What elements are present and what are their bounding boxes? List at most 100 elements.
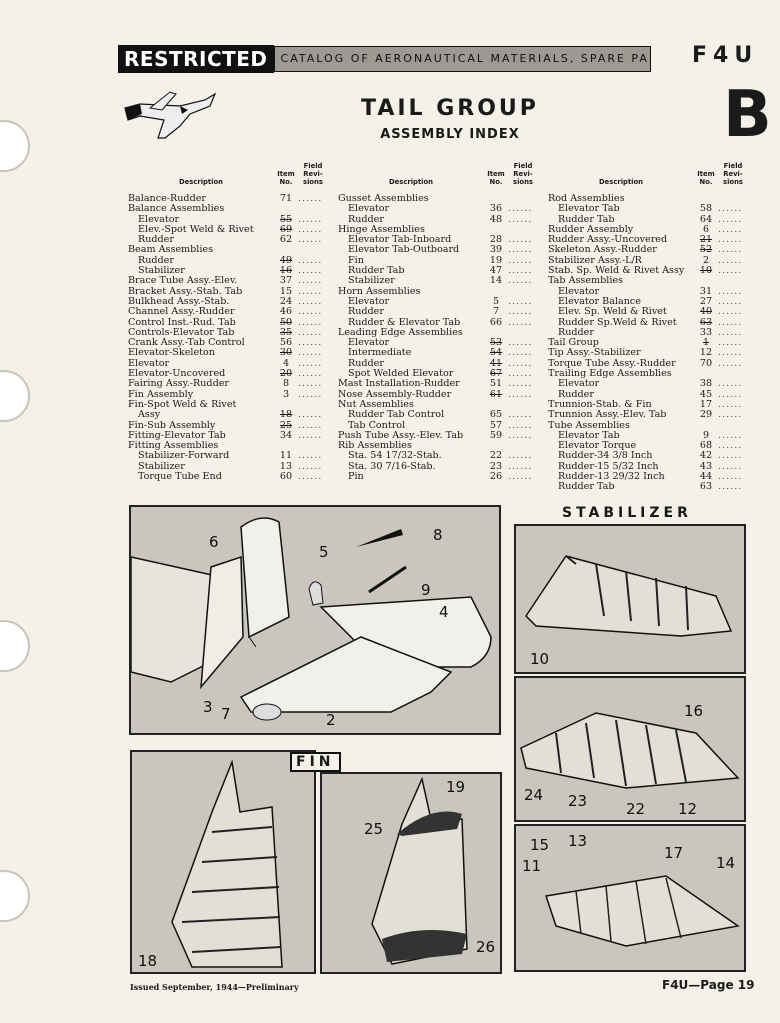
row-item-number: 63 (699, 481, 713, 493)
row-item-number: 57 (489, 419, 503, 431)
row-field-revisions: ...... (298, 316, 323, 328)
row-field-revisions: ...... (508, 295, 533, 307)
row-description: Crank Assy.-Tab Control (128, 338, 245, 349)
model-code: F4U (692, 43, 759, 68)
row-item-number: 70 (699, 357, 713, 369)
callout-4: 4 (439, 603, 449, 621)
callout-7: 7 (221, 705, 231, 723)
row-description: Intermediate (348, 348, 412, 359)
row-description: Rib Assemblies (338, 441, 412, 452)
row-field-revisions: ...... (718, 295, 743, 307)
row-field-revisions: ...... (718, 388, 743, 400)
row-field-revisions: ...... (508, 337, 533, 349)
row-description: Tube Assemblies (548, 420, 630, 431)
row-description: Rudder (558, 389, 594, 400)
row-description: Rod Assemblies (548, 194, 625, 204)
row-description: Nut Assemblies (338, 399, 414, 410)
row-description: Spot Welded Elevator (348, 369, 454, 380)
row-item-number: 29 (699, 409, 713, 421)
stabilizer-view-1: 10 (514, 524, 746, 674)
row-description: Torque Tube Assy.-Rudder (548, 358, 676, 369)
row-description: Balance Assemblies (128, 204, 225, 215)
callout-26: 26 (476, 938, 495, 956)
row-field-revisions: ...... (718, 234, 743, 246)
row-field-revisions: ...... (508, 429, 533, 441)
row-item-number: 43 (699, 460, 713, 472)
row-field-revisions: ...... (718, 409, 743, 421)
row-description: Rudder Sp.Weld & Rivet (558, 317, 677, 328)
index-row: Tab Assemblies (548, 276, 748, 286)
callout-9: 9 (421, 581, 431, 599)
callout-18: 18 (138, 952, 157, 970)
row-field-revisions: ...... (298, 388, 323, 400)
row-description: Channel Assy.-Rudder (128, 307, 235, 318)
row-item-number: 6 (702, 223, 710, 235)
page-title: TAIL GROUP (361, 96, 539, 121)
row-field-revisions: ...... (508, 460, 533, 472)
row-description: Fitting-Elevator Tab (128, 430, 226, 441)
row-description: Pin (348, 472, 364, 483)
index-row: Rod Assemblies (548, 194, 748, 204)
row-description: Elevator-Skeleton (128, 348, 215, 359)
row-description: Controls-Elevator Tab (128, 327, 235, 338)
callout-13: 13 (568, 832, 587, 850)
row-field-revisions: ...... (718, 265, 743, 277)
row-field-revisions: ...... (298, 254, 323, 266)
row-description: Skeleton Assy.-Rudder (548, 245, 657, 256)
index-row: Hinge Assemblies (338, 225, 538, 235)
row-description: Rudder-15 5/32 Inch (558, 461, 659, 472)
row-description: Stabilizer-Forward (138, 451, 230, 462)
row-item-number: 46 (279, 306, 293, 318)
header-description: Description (599, 178, 643, 186)
row-description: Stabilizer (138, 461, 185, 472)
row-item-number: 9 (702, 429, 710, 441)
row-description: Elevator Torque (558, 441, 637, 452)
row-field-revisions: ...... (508, 347, 533, 359)
row-field-revisions: ...... (718, 223, 743, 235)
row-field-revisions: ...... (508, 234, 533, 246)
row-field-revisions: ...... (718, 440, 743, 452)
row-item-number: 4 (282, 357, 290, 369)
row-description: Bracket Assy.-Stab. Tab (128, 286, 243, 297)
row-item-number: 64 (699, 213, 713, 225)
row-item-number: 17 (699, 398, 713, 410)
row-field-revisions: ...... (298, 234, 323, 246)
fin-view-2: 19 25 26 (320, 772, 502, 974)
row-item-number: 56 (279, 337, 293, 349)
index-row: Gusset Assemblies (338, 194, 538, 204)
row-description: Tip Assy.-Stabilizer (548, 348, 641, 359)
row-item-number: 10 (699, 265, 713, 277)
row-item-number: 63 (699, 316, 713, 328)
header-item: Item No. (697, 170, 715, 186)
catalog-banner: CATALOG OF AERONAUTICAL MATERIALS, SPARE… (273, 46, 651, 72)
row-field-revisions: ...... (298, 275, 323, 287)
row-field-revisions: ...... (718, 337, 743, 349)
row-description: Fitting Assemblies (128, 441, 219, 452)
row-field-revisions: ...... (298, 347, 323, 359)
row-item-number: 34 (279, 429, 293, 441)
row-description: Elevator (348, 338, 390, 349)
index-row: Tube Assemblies (548, 421, 748, 431)
row-item-number: 58 (699, 203, 713, 215)
row-description: Elev.-Spot Weld & Rivet (138, 224, 254, 235)
